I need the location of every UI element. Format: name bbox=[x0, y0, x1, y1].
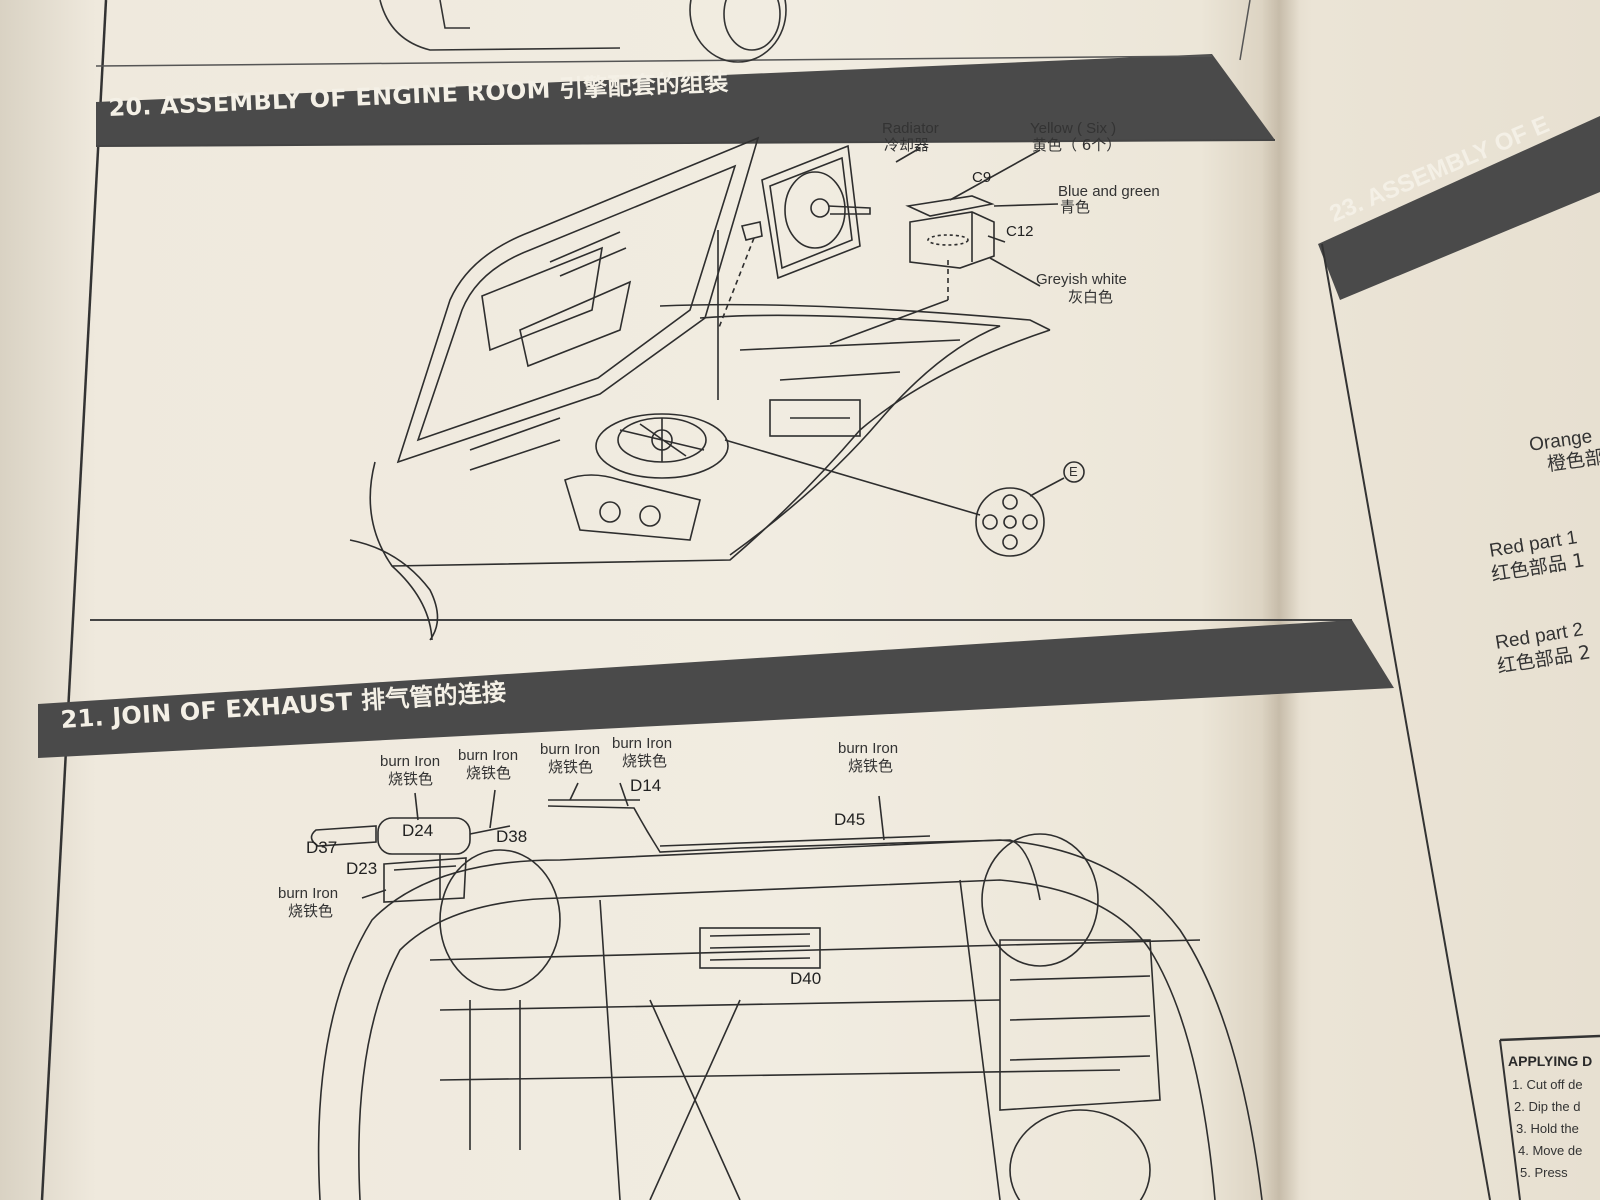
applying-step-3: 3. Hold the bbox=[1516, 1121, 1579, 1136]
part-d23: D23 bbox=[346, 859, 378, 878]
applying-step-4: 4. Move de bbox=[1518, 1143, 1583, 1158]
step21-header-bar bbox=[38, 620, 1394, 758]
previous-step-car-wheels bbox=[379, 0, 787, 63]
applying-box-side bbox=[1499, 1039, 1521, 1200]
greyish-white-label-zh: 灰白色 bbox=[1068, 288, 1114, 306]
burn-iron-label-5-zh: 烧铁色 bbox=[288, 902, 334, 920]
right-page-frame bbox=[1321, 243, 1491, 1200]
burn-iron-label-6-zh: 烧铁色 bbox=[848, 757, 894, 775]
yellow-six-label-zh: 黄色（ 6个） bbox=[1032, 136, 1122, 154]
burn-iron-label-1-zh: 烧铁色 bbox=[388, 770, 434, 788]
burn-iron-label-6: burn Iron bbox=[838, 740, 899, 757]
burn-iron-label-4: burn Iron bbox=[612, 735, 673, 752]
step20-header-bar bbox=[96, 54, 1275, 146]
part-c9: C9 bbox=[972, 169, 992, 186]
blue-green-label-zh: 青色 bbox=[1060, 198, 1091, 216]
part-d38: D38 bbox=[496, 827, 528, 846]
applying-step-1: 1. Cut off de bbox=[1512, 1077, 1583, 1092]
part-d40: D40 bbox=[790, 969, 822, 988]
part-d14: D14 bbox=[630, 776, 662, 795]
part-d37: D37 bbox=[306, 838, 338, 857]
engine-room-drawing bbox=[349, 136, 1085, 641]
blue-green-label: Blue and green bbox=[1058, 183, 1160, 200]
page-gutter bbox=[1262, 0, 1300, 1200]
left-margin-rule bbox=[40, 0, 108, 1200]
burn-iron-label-5: burn Iron bbox=[278, 885, 339, 902]
top-right-frame bbox=[1239, 0, 1251, 61]
part-d45: D45 bbox=[834, 810, 866, 829]
yellow-six-label: Yellow ( Six ) bbox=[1030, 120, 1117, 137]
greyish-white-label: Greyish white bbox=[1036, 271, 1127, 288]
radiator-label: Radiator bbox=[882, 120, 939, 137]
radiator-label-zh: 冷却器 bbox=[884, 136, 930, 154]
burn-iron-label-4-zh: 烧铁色 bbox=[622, 752, 668, 770]
part-d24: D24 bbox=[402, 821, 434, 840]
burn-iron-label-3: burn Iron bbox=[540, 741, 601, 758]
exhaust-underside-drawing bbox=[310, 782, 1263, 1200]
burn-iron-label-3-zh: 烧铁色 bbox=[548, 758, 594, 776]
applying-decals-heading: APPLYING D bbox=[1508, 1053, 1593, 1069]
step23-header-bar bbox=[1318, 116, 1600, 300]
top-frame bbox=[95, 55, 1213, 67]
applying-step-5: 5. Press bbox=[1520, 1165, 1568, 1180]
burn-iron-label-2-zh: 烧铁色 bbox=[466, 764, 512, 782]
burn-iron-label-1: burn Iron bbox=[380, 753, 441, 770]
step20-frame bbox=[95, 139, 1276, 147]
applying-step-2: 2. Dip the d bbox=[1514, 1099, 1581, 1114]
detail-e-mark: E bbox=[1069, 464, 1078, 479]
part-c12: C12 bbox=[1006, 223, 1034, 240]
applying-box-frame bbox=[1499, 1034, 1600, 1042]
burn-iron-label-2: burn Iron bbox=[458, 747, 519, 764]
